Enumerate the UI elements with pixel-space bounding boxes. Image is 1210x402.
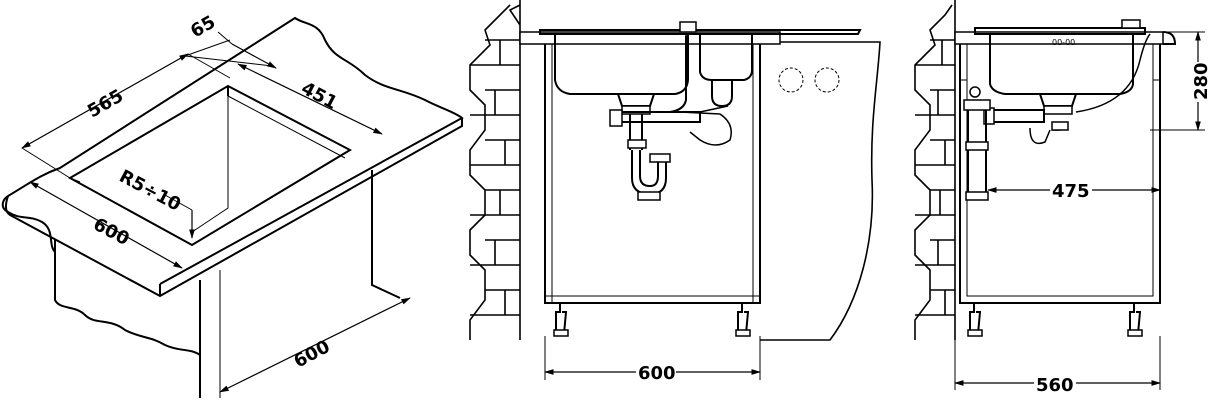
- worktop-wavy-left: [1, 195, 56, 253]
- worktop-top-outline: [7, 16, 464, 285]
- dim-line-565: [21, 53, 189, 149]
- cabinet-side: [959, 44, 1161, 304]
- cabinet-front: [544, 44, 761, 304]
- label-560: 560: [1036, 375, 1074, 396]
- cabinet-legs-front: [553, 303, 751, 337]
- label-451: 451: [298, 78, 341, 114]
- label-600-worktop: 600: [90, 214, 133, 250]
- cabinet-left-panel: [54, 240, 201, 356]
- tap-label: 00-00: [1052, 38, 1075, 47]
- front-drain-assembly: [609, 21, 733, 201]
- label-65: 65: [187, 12, 219, 43]
- front-view: 600: [469, 0, 881, 384]
- dim-line-600-cabinet: [219, 297, 411, 393]
- isometric-view: 65 565 451 R5÷10 600 600: [1, 12, 464, 398]
- label-280: 280: [1191, 62, 1210, 100]
- sink-bowl-side: [989, 34, 1134, 95]
- dashed-circle-2: [814, 67, 840, 93]
- wall-right-front: [760, 41, 881, 341]
- label-600-cabinet: 600: [290, 336, 333, 372]
- brick-wall-left: [469, 0, 521, 340]
- label-475: 475: [1052, 181, 1090, 202]
- dashed-circle-1: [778, 67, 804, 93]
- dim-line-600-worktop: [29, 181, 183, 269]
- cabinet-legs-side: [967, 303, 1143, 337]
- label-front-600: 600: [638, 363, 676, 384]
- label-565: 565: [84, 85, 127, 122]
- dim-line-451: [237, 63, 383, 135]
- dim-line-65: [184, 55, 273, 67]
- sink-bowl-small: [699, 34, 753, 81]
- side-drain-assembly: [963, 33, 1151, 201]
- brick-wall-side: [914, 0, 956, 340]
- side-view: 00-00 280: [914, 0, 1210, 396]
